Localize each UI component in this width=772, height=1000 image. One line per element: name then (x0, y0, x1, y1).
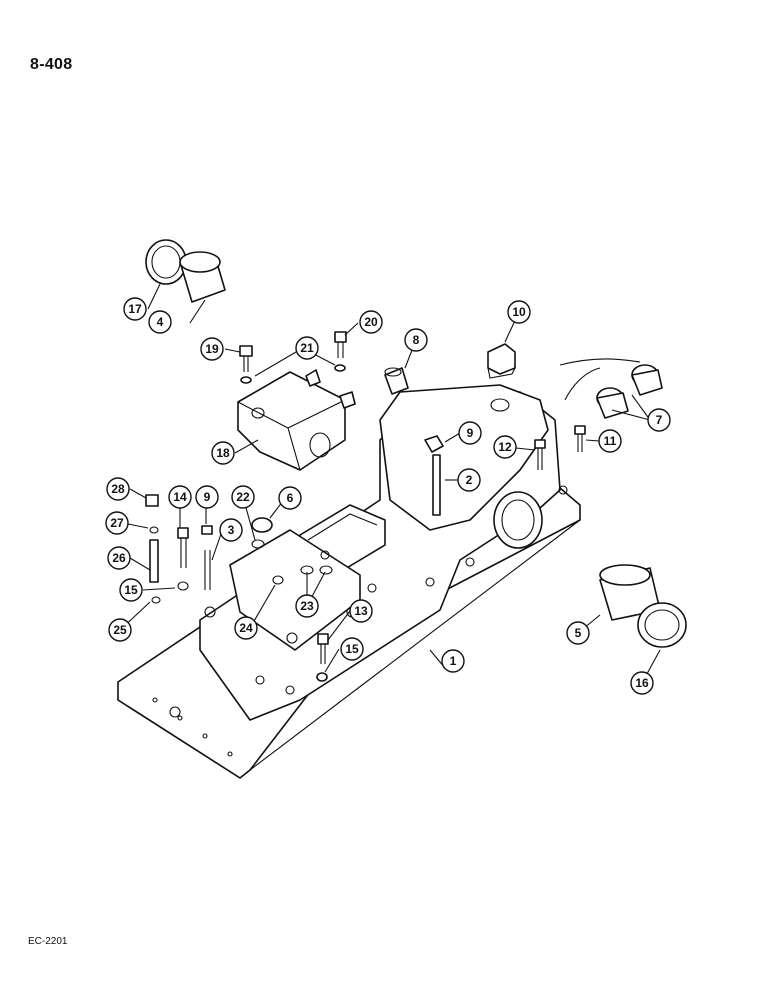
svg-text:17: 17 (128, 302, 142, 316)
svg-text:8: 8 (413, 333, 420, 347)
callout-28: 28 (106, 477, 130, 501)
svg-text:12: 12 (498, 440, 512, 454)
svg-text:25: 25 (113, 623, 127, 637)
callout-13: 13 (349, 599, 373, 623)
svg-text:13: 13 (354, 604, 368, 618)
bushing-6 (251, 517, 273, 533)
svg-text:2: 2 (466, 473, 473, 487)
callout-26: 26 (107, 546, 131, 570)
svg-text:16: 16 (635, 676, 649, 690)
callout-3: 3 (219, 518, 243, 542)
callout-15-lower: 15 (340, 637, 364, 661)
svg-text:28: 28 (111, 482, 125, 496)
callout-21: 21 (295, 336, 319, 360)
callout-9-upper: 9 (458, 421, 482, 445)
nut-9-upper (424, 435, 444, 453)
callout-19: 19 (200, 337, 224, 361)
svg-text:9: 9 (204, 490, 211, 504)
svg-text:6: 6 (287, 491, 294, 505)
svg-text:14: 14 (173, 490, 187, 504)
callout-17: 17 (123, 297, 147, 321)
callout-20: 20 (359, 310, 383, 334)
callout-11: 11 (598, 429, 622, 453)
svg-text:9: 9 (467, 426, 474, 440)
svg-text:5: 5 (575, 626, 582, 640)
callout-25: 25 (108, 618, 132, 642)
svg-text:27: 27 (110, 516, 124, 530)
lower-seal-ring (637, 602, 687, 648)
svg-text:4: 4 (157, 315, 164, 329)
callout-22: 22 (231, 485, 255, 509)
svg-text:20: 20 (364, 315, 378, 329)
callout-12: 12 (493, 435, 517, 459)
callout-23: 23 (295, 594, 319, 618)
svg-text:26: 26 (112, 551, 126, 565)
callout-9-lower: 9 (195, 485, 219, 509)
svg-text:22: 22 (236, 490, 250, 504)
callout-27: 27 (105, 511, 129, 535)
svg-text:15: 15 (345, 642, 359, 656)
upper-bushing (179, 251, 226, 303)
svg-text:21: 21 (300, 341, 314, 355)
page-number: 8-408 (30, 56, 73, 73)
svg-text:10: 10 (512, 305, 526, 319)
svg-text:19: 19 (205, 342, 219, 356)
callout-8: 8 (404, 328, 428, 352)
callout-5: 5 (566, 621, 590, 645)
callout-18: 18 (211, 441, 235, 465)
svg-text:15: 15 (124, 583, 138, 597)
callout-2: 2 (457, 468, 481, 492)
callout-1: 1 (441, 649, 465, 673)
callout-10: 10 (507, 300, 531, 324)
control-valve (237, 369, 356, 471)
callout-16: 16 (630, 671, 654, 695)
callout-4: 4 (148, 310, 172, 334)
right-bushings (559, 358, 663, 419)
bolts (145, 331, 586, 682)
svg-text:7: 7 (656, 413, 663, 427)
callout-14: 14 (168, 485, 192, 509)
callout-6: 6 (278, 486, 302, 510)
plug-10 (487, 343, 516, 379)
drawing-reference: EC-2201 (28, 936, 68, 947)
callout-24: 24 (234, 616, 258, 640)
fitting-8 (384, 367, 409, 395)
svg-text:1: 1 (450, 654, 457, 668)
svg-text:11: 11 (604, 434, 617, 448)
callout-7: 7 (647, 408, 671, 432)
svg-text:3: 3 (228, 523, 235, 537)
lower-bushing (599, 564, 661, 621)
svg-text:18: 18 (216, 446, 230, 460)
callout-15-left: 15 (119, 578, 143, 602)
svg-text:24: 24 (239, 621, 253, 635)
svg-text:23: 23 (300, 599, 314, 613)
